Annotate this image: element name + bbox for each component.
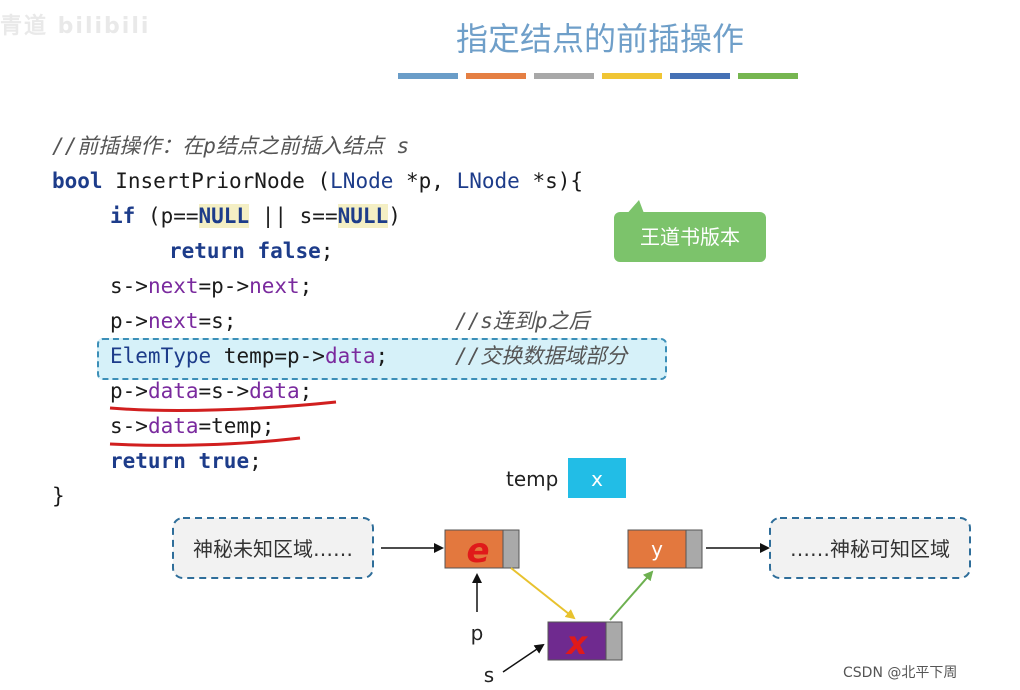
arrow-s-pointer (502, 643, 545, 673)
keyword: return (110, 449, 186, 473)
color-segment-5 (670, 73, 730, 79)
code-text: =s; (198, 309, 237, 333)
code-text: temp=p-> (211, 344, 325, 368)
code-text: ; (375, 344, 389, 368)
code-comment-link: //s连到p之后 (455, 309, 590, 333)
color-segment-6 (738, 73, 798, 79)
code-comment-header: //前插操作：在p结点之前插入结点 s (52, 134, 410, 158)
code-text: =p-> (198, 274, 250, 298)
null-keyword: NULL (337, 204, 389, 228)
right-region-label: ……神秘可知区域 (790, 537, 950, 561)
temp-box (568, 458, 626, 498)
watermark-logo: 青道 bilibili (0, 14, 151, 39)
code-line-temp: ElemType temp=p->data; (110, 342, 388, 370)
code-text: ) (388, 204, 401, 228)
s-label: s (484, 663, 494, 687)
temp-value: x (591, 467, 603, 491)
code-highlight-box (97, 338, 667, 380)
color-segment-2 (466, 73, 526, 79)
title-color-bar (398, 73, 798, 79)
left-region-box (172, 517, 374, 579)
code-line-p-data: p->data=s->data; (110, 377, 312, 405)
node-y-next (685, 529, 703, 569)
code-text: =temp; (198, 414, 275, 438)
field-name: data (147, 379, 199, 403)
node-p-data (444, 529, 504, 569)
field-name: next (249, 274, 300, 298)
keyword: if (110, 204, 136, 228)
code-text: (p== (135, 204, 199, 228)
code-line-p-next: p->next=s; (110, 307, 236, 335)
code-comment-swap: //交换数据域部分 (455, 344, 628, 368)
code-text: *s){ (519, 169, 584, 193)
node-y-value: y (651, 537, 663, 561)
code-text: ; (299, 274, 313, 298)
keyword: return (169, 239, 245, 263)
color-segment-3 (534, 73, 594, 79)
code-text: ; (299, 379, 313, 403)
code-text: ; (320, 239, 334, 263)
code-line-if: if (p==NULL || s==NULL) (110, 202, 401, 230)
type-name: LNode (330, 169, 394, 193)
code-line-s-data: s->data=temp; (110, 412, 274, 440)
field-name: next (147, 274, 199, 298)
node-p-next (502, 529, 520, 569)
code-line-close: } (52, 484, 65, 508)
node-s-data (547, 621, 607, 661)
p-label: p (471, 621, 484, 645)
node-y-data (627, 529, 687, 569)
code-line-return-false: return false; (169, 237, 333, 265)
version-tooltip: 王道书版本 (614, 212, 766, 262)
color-segment-1 (398, 73, 458, 79)
arrow-s-to-y (609, 570, 654, 621)
code-text: || s== (249, 204, 338, 228)
red-underline-1 (109, 400, 337, 412)
code-text: InsertPriorNode ( (102, 169, 331, 193)
keyword: bool (52, 169, 103, 193)
code-text: =s-> (198, 379, 250, 403)
field-name: next (147, 309, 199, 333)
field-name: data (147, 414, 199, 438)
type-name: LNode (456, 169, 520, 193)
code-text: p-> (110, 309, 148, 333)
slide-title: 指定结点的前插操作 (455, 20, 744, 58)
null-keyword: NULL (198, 204, 250, 228)
code-text: *p, (393, 169, 457, 193)
node-p-value: e (466, 531, 489, 571)
node-s-value: x (565, 624, 589, 662)
code-text: p-> (110, 379, 148, 403)
keyword: true (198, 449, 250, 473)
code-text: s-> (110, 414, 148, 438)
red-underline-2 (109, 436, 301, 447)
color-segment-4 (602, 73, 662, 79)
field-name: data (324, 344, 376, 368)
type-name: ElemType (110, 344, 212, 368)
csdn-watermark: CSDN @北平下周 (843, 665, 958, 681)
code-line-signature: bool InsertPriorNode (LNode *p, LNode *s… (52, 167, 583, 195)
keyword: false (257, 239, 321, 263)
temp-label: temp (506, 467, 558, 491)
arrow-p-to-s (510, 567, 576, 620)
field-name: data (249, 379, 300, 403)
left-region-label: 神秘未知区域…… (193, 537, 353, 561)
code-line-s-next: s->next=p->next; (110, 272, 312, 300)
code-text: s-> (110, 274, 148, 298)
code-line-return-true: return true; (110, 447, 262, 475)
right-region-box (769, 517, 971, 579)
code-text: ; (249, 449, 262, 473)
node-s-next (605, 621, 623, 661)
